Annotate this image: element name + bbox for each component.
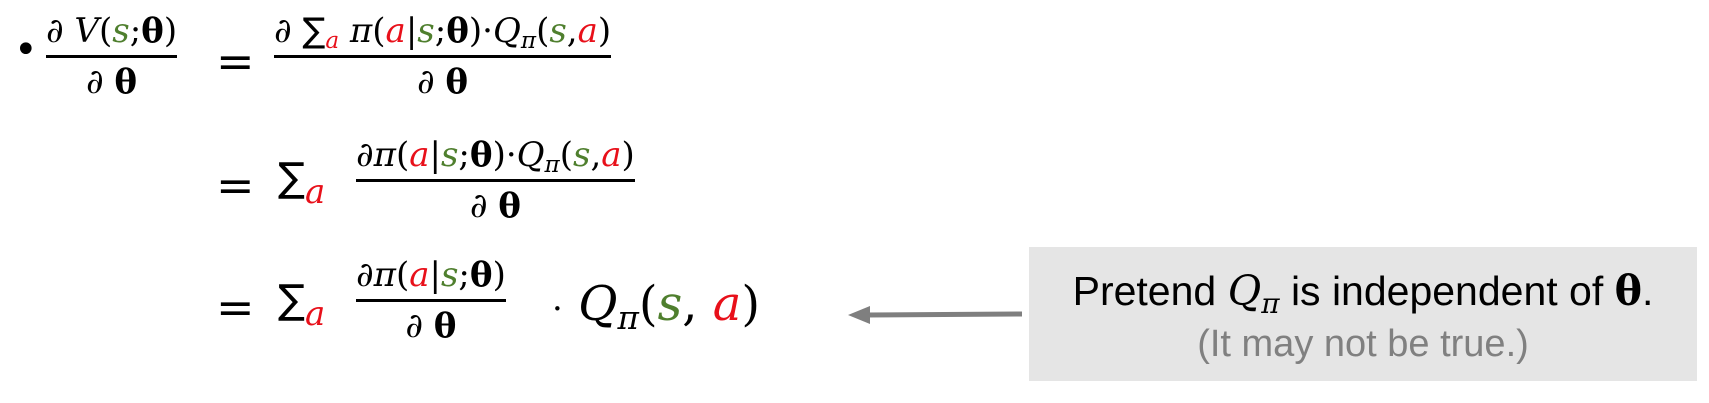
lhs-denominator: ∂ θ	[86, 61, 138, 102]
fraction-bar	[46, 54, 178, 58]
bullet: •	[14, 27, 38, 73]
line3-denominator: ∂ θ	[405, 305, 457, 346]
assumption-callout: Pretend Qπ is independent of θ. (It may …	[1029, 247, 1697, 381]
equals-sign-1: =	[216, 34, 255, 88]
fraction-bar	[356, 298, 506, 302]
lhs-fraction: ∂ V(s;θ) ∂ θ	[46, 11, 178, 102]
line3-fraction: ∂π(a|s;θ) ∂ θ	[356, 255, 506, 346]
lhs-numerator: ∂ V(s;θ)	[46, 11, 178, 51]
fraction-bar	[356, 178, 635, 182]
line2-sum: ∑a	[278, 155, 326, 212]
line3-sum: ∑a	[278, 277, 326, 334]
line2-denominator: ∂ θ	[469, 185, 521, 226]
line1-denominator: ∂ θ	[417, 61, 469, 102]
arrow-left-icon	[848, 306, 1023, 324]
line3-numerator: ∂π(a|s;θ)	[356, 255, 506, 295]
line3-q-term: · Qπ(s, a)	[552, 276, 761, 338]
equals-sign-2: =	[216, 158, 255, 212]
line2-fraction: ∂π(a|s;θ)·Qπ(s,a) ∂ θ	[356, 135, 635, 226]
callout-statement: Pretend Qπ is independent of θ.	[1072, 267, 1654, 320]
callout-note: (It may not be true.)	[1197, 323, 1529, 365]
line1-fraction: ∂ ∑a π(a|s;θ)·Qπ(s,a) ∂ θ	[274, 11, 612, 102]
line2-numerator: ∂π(a|s;θ)·Qπ(s,a)	[356, 135, 635, 179]
equals-sign-3: =	[216, 280, 255, 334]
fraction-bar	[274, 54, 612, 58]
line1-numerator: ∂ ∑a π(a|s;θ)·Qπ(s,a)	[274, 11, 612, 55]
